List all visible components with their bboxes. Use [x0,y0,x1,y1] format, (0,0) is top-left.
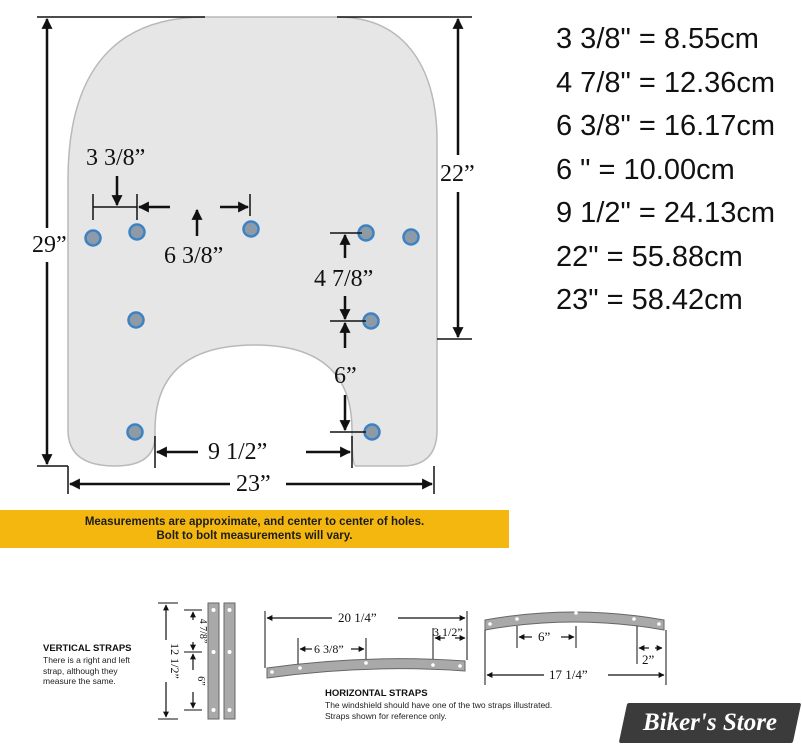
hstrap-b-total-label: 17 1/4” [549,667,588,682]
dim-23-label: 23” [236,471,271,497]
hole [363,423,381,441]
store-watermark-text: Biker's Store [642,709,778,736]
dimension-6-3-8: 6 3/8” [137,194,251,269]
horizontal-strap-a [266,658,466,679]
hole [126,423,144,441]
vertical-straps-title: VERTICAL STRAPS [43,643,132,654]
horizontal-straps-description: The windshield should have one of the tw… [325,700,552,721]
desc-line: There is a right and left [43,655,130,665]
hole [84,229,102,247]
windshield-outline [67,16,438,467]
vertical-strap [207,602,220,720]
conversion-list: 3 3/8" = 8.55cm 4 7/8" = 12.36cm 6 3/8" … [556,18,775,323]
hstrap-a-inner-label: 6 3/8” [314,642,344,656]
vertical-straps-description: There is a right and left strap, althoug… [43,655,130,687]
dimension-6: 6” [330,321,366,433]
dimension-3-3-8: 3 3/8” [86,145,145,220]
vstrap-top-label: 4 7/8” [197,619,208,644]
horizontal-straps-title: HORIZONTAL STRAPS [325,688,428,699]
desc-line: measure the same. [43,676,116,686]
desc-line: strap, although they [43,665,118,676]
horizontal-strap-b [484,611,665,631]
vstrap-total-label: 12 1/2” [168,643,182,679]
vertical-strap [223,602,236,720]
conversion-item: 3 3/8" = 8.55cm [556,23,759,55]
dimension-9-1-2: 9 1/2” [154,436,353,468]
note-line-2: Bolt to bolt measurements will vary. [156,530,353,542]
hstrap-b-inner-label: 6” [538,629,551,644]
conversion-item: 6 " = 10.00cm [556,153,735,186]
mounting-holes [84,220,420,441]
hole [128,223,146,241]
conversion-item: 23" = 58.42cm [556,284,743,316]
dim-22-label: 22” [440,161,475,187]
dim-29-label: 29” [32,232,67,258]
measurement-note-banner: Measurements are approximate, and center… [0,510,509,548]
desc-line: The windshield should have one of the tw… [325,700,553,710]
dim-9-1-2-label: 9 1/2” [208,439,267,465]
dimension-23: 23” [67,466,435,497]
dim-3-3-8-label: 3 3/8” [86,145,145,171]
horizontal-strap-b-illustration: 6” 2” 17 1/4” [484,611,667,685]
dimension-4-7-8: 4 7/8” [314,232,373,322]
hstrap-a-total-label: 20 1/4” [338,610,377,625]
conversion-item: 4 7/8" = 12.36cm [556,66,776,99]
hstrap-b-end-label: 2” [642,652,655,667]
vstrap-bottom-label: 6” [195,676,206,685]
horizontal-strap-a-illustration: 20 1/4” 6 3/8” 3 1/2” [264,610,468,679]
conversion-item: 22" = 55.88cm [556,240,743,273]
dim-6-label: 6” [334,363,357,389]
desc-line: Straps shown for reference only. [325,710,447,721]
conversion-item: 9 1/2" = 24.13cm [556,197,776,229]
dim-4-7-8-label: 4 7/8” [314,266,373,292]
vertical-straps-illustration: 12 1/2” 4 7/8” 6” [158,602,236,720]
dimension-29: 29” [32,16,205,467]
dim-6-3-8-label: 6 3/8” [164,243,223,269]
dimension-22: 22” [337,16,475,340]
hole [402,228,420,246]
hstrap-a-end-label: 3 1/2” [433,625,463,639]
hole [127,311,145,329]
note-line-1: Measurements are approximate, and center… [84,516,425,528]
hole [242,220,260,238]
conversion-item: 6 3/8" = 16.17cm [556,110,776,142]
